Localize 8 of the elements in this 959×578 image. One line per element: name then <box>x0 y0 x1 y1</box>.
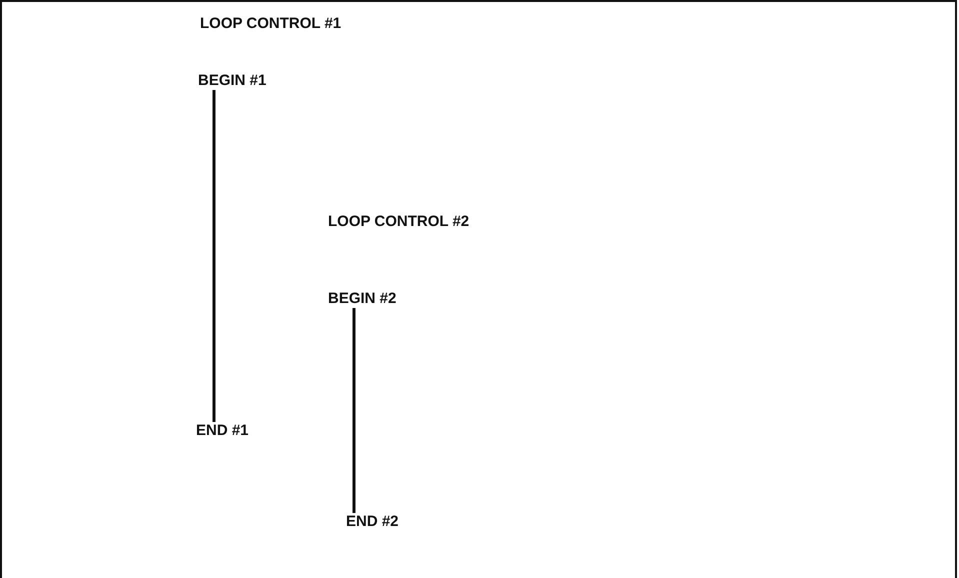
connector-line <box>212 90 216 422</box>
node-text: BEGIN #2 <box>328 290 396 308</box>
node-text: END #1 <box>196 422 249 440</box>
label-text: LOOP CONTROL #1 <box>200 15 342 33</box>
connector-line <box>352 308 356 513</box>
label-text: LOOP CONTROL #2 <box>328 213 470 231</box>
node-text: END #2 <box>346 513 399 531</box>
node-text: BEGIN #1 <box>198 72 266 90</box>
